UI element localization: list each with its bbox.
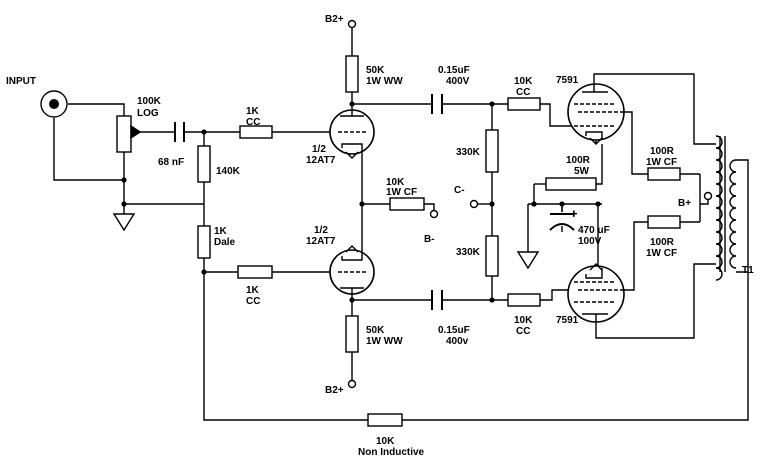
r-grid-bot-type: CC: [246, 296, 260, 307]
r-330k-bot-label: 330K: [456, 247, 481, 258]
r-grid-out-top-type: CC: [516, 87, 530, 98]
pentode-bottom-icon: [567, 263, 625, 323]
input-capacitor: [174, 122, 185, 142]
r-140k-label: 140K: [216, 166, 241, 177]
plate-resistor-top: [345, 55, 359, 93]
r-grid-out-bot-type: CC: [516, 326, 530, 337]
plate-resistor-bot: [345, 315, 359, 353]
c-470-polarity: +: [570, 206, 578, 221]
c-470-voltage: 100V: [578, 236, 602, 247]
coupling-cap-bot: [431, 290, 443, 310]
resistor-330k-top: [485, 129, 499, 173]
grid-resistor-bot: [237, 265, 273, 279]
tube-bot-type: 12AT7: [306, 236, 336, 247]
volume-pot: [116, 115, 142, 153]
feedback-resistor: [367, 413, 403, 427]
r-screen-top-type: 1W CF: [646, 157, 677, 168]
coupling-cap-top: [431, 94, 443, 114]
b-minus-label: B-: [424, 234, 435, 245]
pentode-top-icon: [567, 83, 625, 145]
r-screen-bot-value: 100R: [650, 237, 675, 248]
screen-resistor-top: [647, 167, 681, 181]
b2-bot-label: B2+: [325, 385, 344, 396]
triode-top-icon: [329, 109, 375, 159]
r-100r-5w-value: 100R: [566, 155, 591, 166]
tube-top-type: 12AT7: [306, 155, 336, 166]
r-tail-value: 10K: [386, 177, 405, 188]
r-feedback-type: Non Inductive: [358, 447, 425, 458]
c-top-voltage: 400V: [446, 76, 470, 87]
cathode-resistor-5w: [545, 177, 597, 191]
pot-value: 100K: [137, 96, 162, 107]
r-feedback-value: 10K: [376, 436, 395, 447]
pot-taper: LOG: [137, 108, 159, 119]
tube-top-half: 1/2: [312, 144, 326, 155]
r-grid-out-top-value: 10K: [514, 76, 533, 87]
r-1k-dale-type: Dale: [214, 237, 236, 248]
r-screen-top-value: 100R: [650, 146, 675, 157]
r-grid-bot-value: 1K: [246, 285, 260, 296]
b2-top-label: B2+: [325, 14, 344, 25]
c-bot-value: 0.15uF: [438, 325, 470, 336]
tube-out-bot-label: 7591: [556, 315, 579, 326]
resistor-1k-dale: [197, 225, 211, 259]
output-transformer-icon: [715, 135, 737, 281]
ground-icon: [516, 251, 540, 270]
r-grid-top-value: 1K: [246, 106, 260, 117]
tube-bot-half: 1/2: [314, 225, 328, 236]
triode-bottom-icon: [329, 245, 375, 296]
c-in-label: 68 nF: [158, 157, 184, 168]
r-plate-top-value: 50K: [366, 65, 385, 76]
b-plus-label: B+: [678, 198, 691, 209]
input-jack-icon: [40, 90, 68, 118]
screen-resistor-bot: [647, 215, 681, 229]
c-top-value: 0.15uF: [438, 65, 470, 76]
r-330k-top-label: 330K: [456, 147, 481, 158]
c-470-value: 470 uF: [578, 225, 610, 236]
r-plate-bot-type: 1W WW: [366, 336, 403, 347]
grid-resistor-out-top: [507, 97, 541, 111]
r-1k-dale-value: 1K: [214, 226, 228, 237]
r-tail-type: 1W CF: [386, 187, 417, 198]
input-label: INPUT: [6, 76, 36, 87]
r-grid-top-type: CC: [246, 117, 260, 128]
transformer-label: T1: [742, 265, 754, 276]
r-grid-out-bot-value: 10K: [514, 315, 533, 326]
resistor-140k: [197, 145, 211, 183]
electrolytic-cap: [549, 204, 575, 232]
r-100r-5w-rating: 5W: [574, 166, 590, 177]
c-minus-label: C-: [454, 185, 465, 196]
tail-resistor: [389, 197, 425, 211]
resistor-330k-bot: [485, 235, 499, 277]
c-bot-voltage: 400v: [446, 336, 469, 347]
r-plate-top-type: 1W WW: [366, 76, 403, 87]
grid-resistor-out-bot: [507, 293, 541, 307]
tube-out-top-label: 7591: [556, 75, 579, 86]
grid-resistor-top: [239, 125, 273, 139]
ground-icon: [112, 213, 136, 232]
r-plate-bot-value: 50K: [366, 325, 385, 336]
r-screen-bot-type: 1W CF: [646, 248, 677, 259]
junction-dots: [121, 101, 601, 303]
